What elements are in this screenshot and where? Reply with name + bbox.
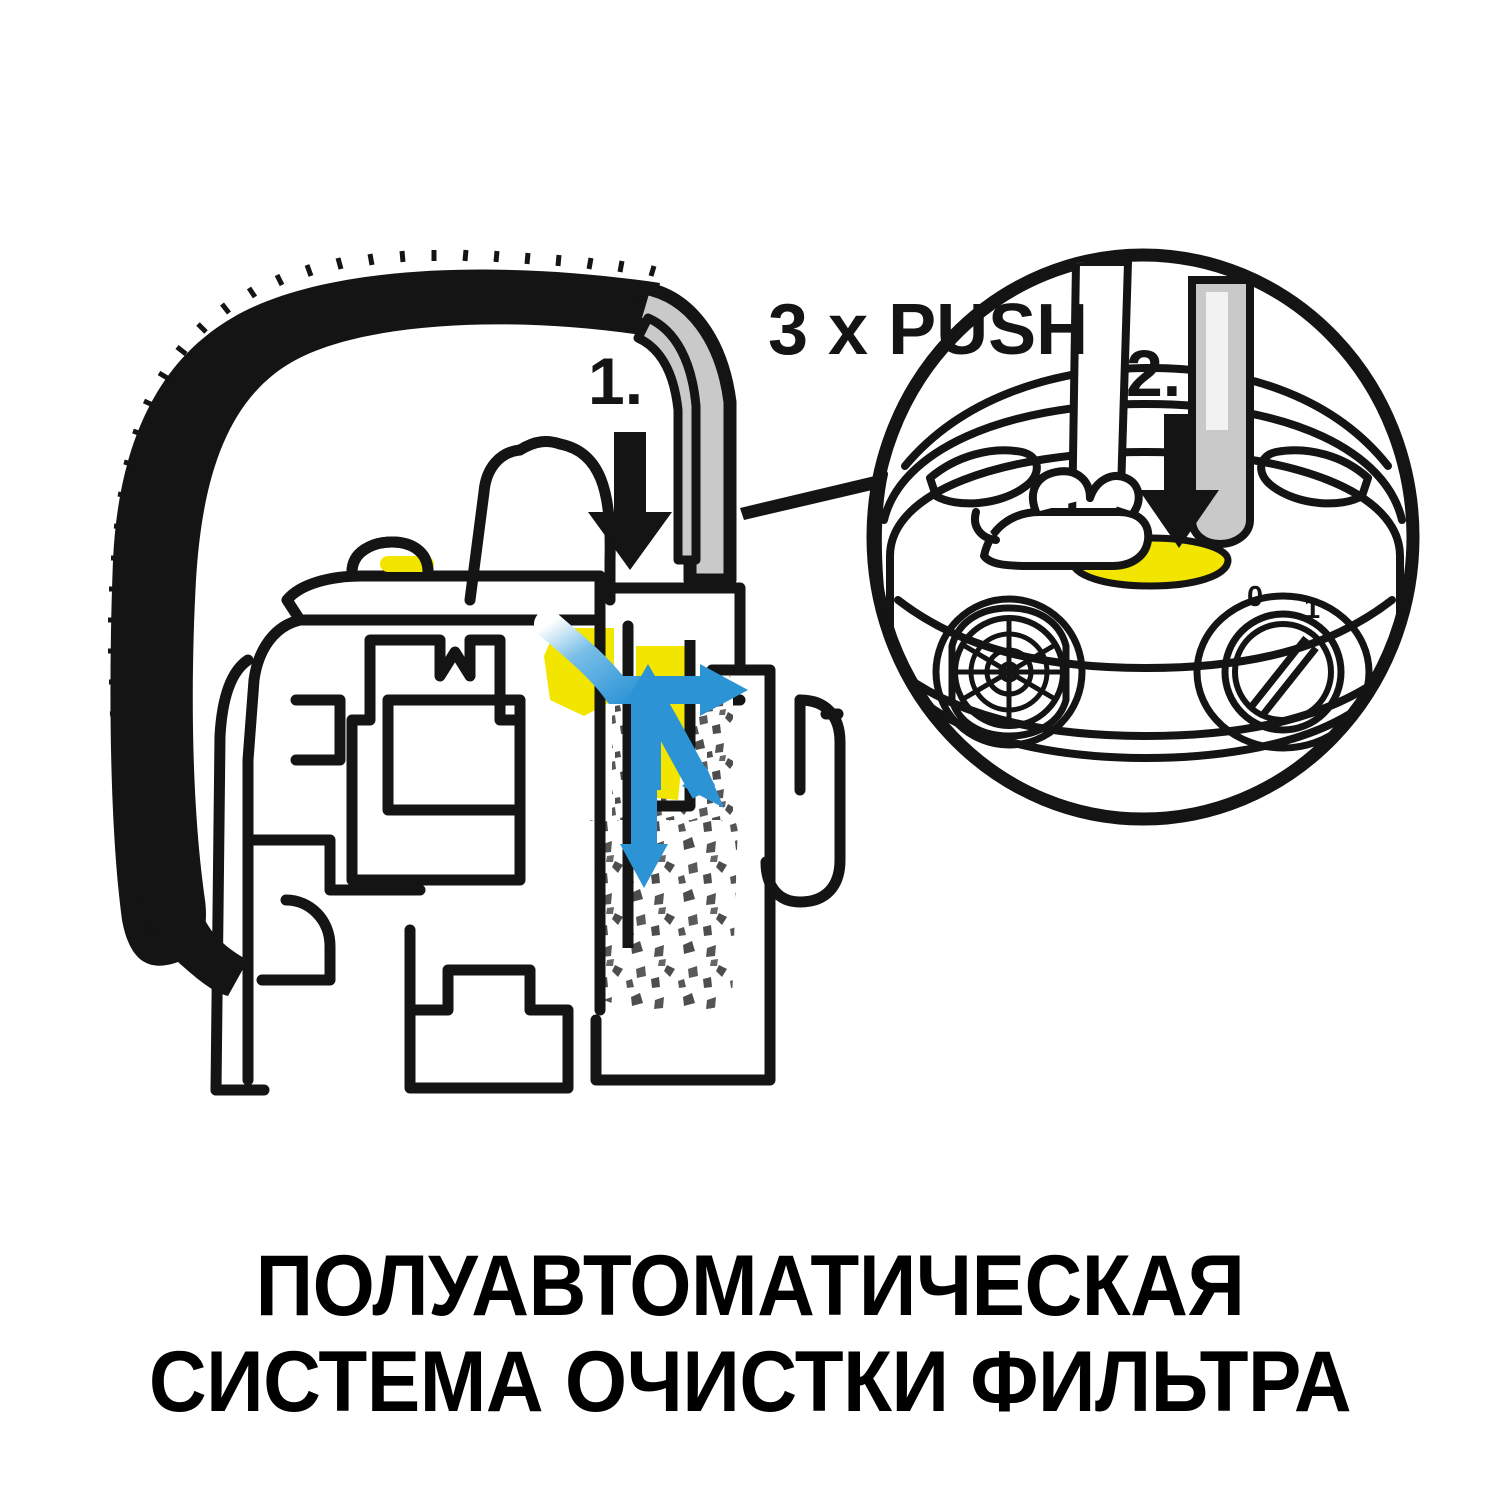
vent-slot-right (1257, 446, 1372, 508)
switch-ring-inner (1232, 621, 1334, 723)
step-two-callout: 2. (1126, 336, 1219, 548)
push-label: 3 x PUSH (768, 290, 1088, 370)
step-two-label: 2. (1126, 336, 1181, 410)
grille-outer-ring (932, 595, 1086, 749)
body-left-profile (242, 614, 306, 1086)
airflow-down-head (620, 844, 668, 888)
finger-middle (1086, 472, 1143, 516)
shelf-mid (246, 834, 426, 896)
finger-index (1028, 467, 1094, 516)
step-two-arrow-shaft (1164, 414, 1194, 494)
vent-grille (932, 595, 1086, 749)
callout-leader-line (740, 470, 900, 520)
switch-ring-outer (1221, 610, 1345, 734)
caption-line-1: ПОЛУАВТОМАТИЧЕСКАЯ (255, 1238, 1245, 1334)
handle-arc-left (464, 444, 526, 606)
switch-slot (1249, 635, 1319, 719)
airflow-right-head (700, 664, 748, 716)
thumb (971, 508, 1000, 544)
hand-pressing-button (971, 467, 1153, 570)
dust-container (404, 924, 574, 1094)
telescopic-tube (627, 281, 737, 587)
power-switch[interactable]: 0 1 (1193, 581, 1373, 752)
airflow-diag-head (682, 766, 724, 808)
step-one-label: 1. (588, 344, 643, 418)
step-one-arrow-head (588, 512, 672, 570)
body-left-outer (210, 654, 254, 1096)
inset-tube-highlight (1206, 292, 1228, 430)
handle-top (514, 436, 566, 456)
grille-frame (948, 604, 1070, 740)
step-one-arrow-shaft (614, 432, 646, 516)
detail-inset: 0 1 (866, 248, 1420, 826)
push-label-group: 3 x PUSH (768, 290, 1088, 370)
airflow-inlet (534, 610, 662, 704)
shelf-left (290, 694, 346, 766)
airflow-arrows (534, 610, 748, 888)
step-one-callout: 1. (588, 344, 672, 570)
hose-ribs (108, 249, 657, 934)
switch-off-label: 0 (1247, 581, 1263, 613)
vent-slot-left (926, 446, 1041, 508)
shell-top-edge (901, 364, 1392, 470)
motor-inner-block (382, 694, 526, 816)
leader-line-shape (740, 470, 900, 520)
caption-line-2: СИСТЕМА ОЧИСТКИ ФИЛЬТРА (148, 1334, 1352, 1430)
airflow-up-head (626, 664, 670, 702)
handle-arc-right (554, 438, 616, 606)
step-two-arrow-head (1139, 490, 1219, 548)
caption: ПОЛУАВТОМАТИЧЕСКАЯ СИСТЕМА ОЧИСТКИ ФИЛЬТ… (0, 1238, 1500, 1430)
switch-bezel (1193, 592, 1373, 752)
hose-body (110, 269, 660, 966)
switch-on-label: 1 (1304, 593, 1320, 625)
lid-knob-redraw (346, 536, 434, 573)
motor-housing (346, 634, 526, 886)
lid-plate (281, 570, 606, 626)
shell-top-inner (880, 400, 1406, 524)
hand-palm (980, 508, 1153, 570)
filter-cleaning-diagram: 1. (108, 248, 1420, 1096)
lower-duct-left (256, 894, 336, 986)
grille-spokes (955, 618, 1063, 726)
tube-inner-wall (633, 313, 701, 565)
container-outer-wall (590, 582, 776, 1086)
